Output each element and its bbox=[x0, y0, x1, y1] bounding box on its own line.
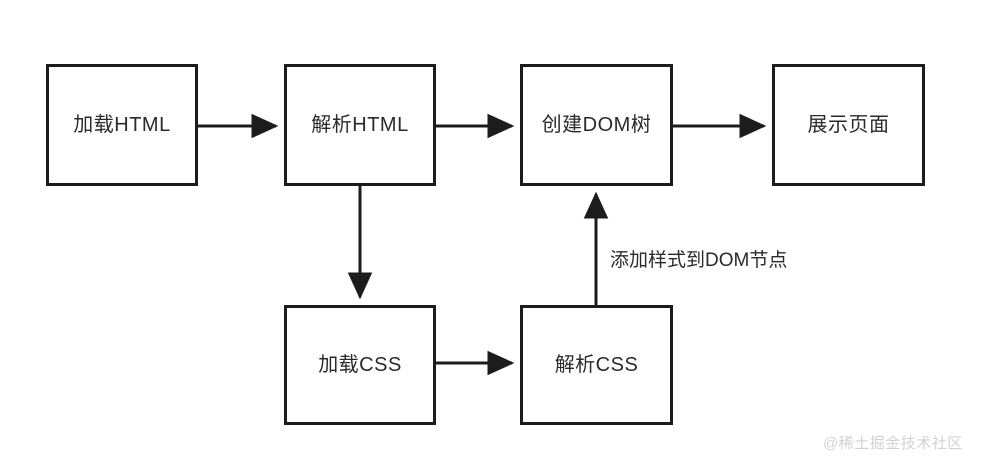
node-build-dom-tree-label: 创建DOM树 bbox=[541, 114, 652, 136]
edge-label-add-style-to-dom: 添加样式到DOM节点 bbox=[610, 250, 788, 271]
node-parse-html[interactable]: 解析HTML bbox=[284, 64, 436, 186]
node-parse-css[interactable]: 解析CSS bbox=[520, 305, 673, 425]
node-load-css-label: 加载CSS bbox=[318, 354, 402, 376]
node-load-css[interactable]: 加载CSS bbox=[284, 305, 436, 425]
node-parse-html-label: 解析HTML bbox=[311, 114, 409, 136]
node-parse-css-label: 解析CSS bbox=[554, 354, 639, 376]
watermark: @稀土掘金技术社区 bbox=[823, 435, 963, 452]
node-load-html[interactable]: 加载HTML bbox=[46, 64, 198, 186]
node-render-page-label: 展示页面 bbox=[807, 114, 890, 136]
node-build-dom-tree[interactable]: 创建DOM树 bbox=[520, 64, 673, 186]
node-load-html-label: 加载HTML bbox=[73, 114, 171, 136]
node-render-page[interactable]: 展示页面 bbox=[772, 64, 925, 186]
